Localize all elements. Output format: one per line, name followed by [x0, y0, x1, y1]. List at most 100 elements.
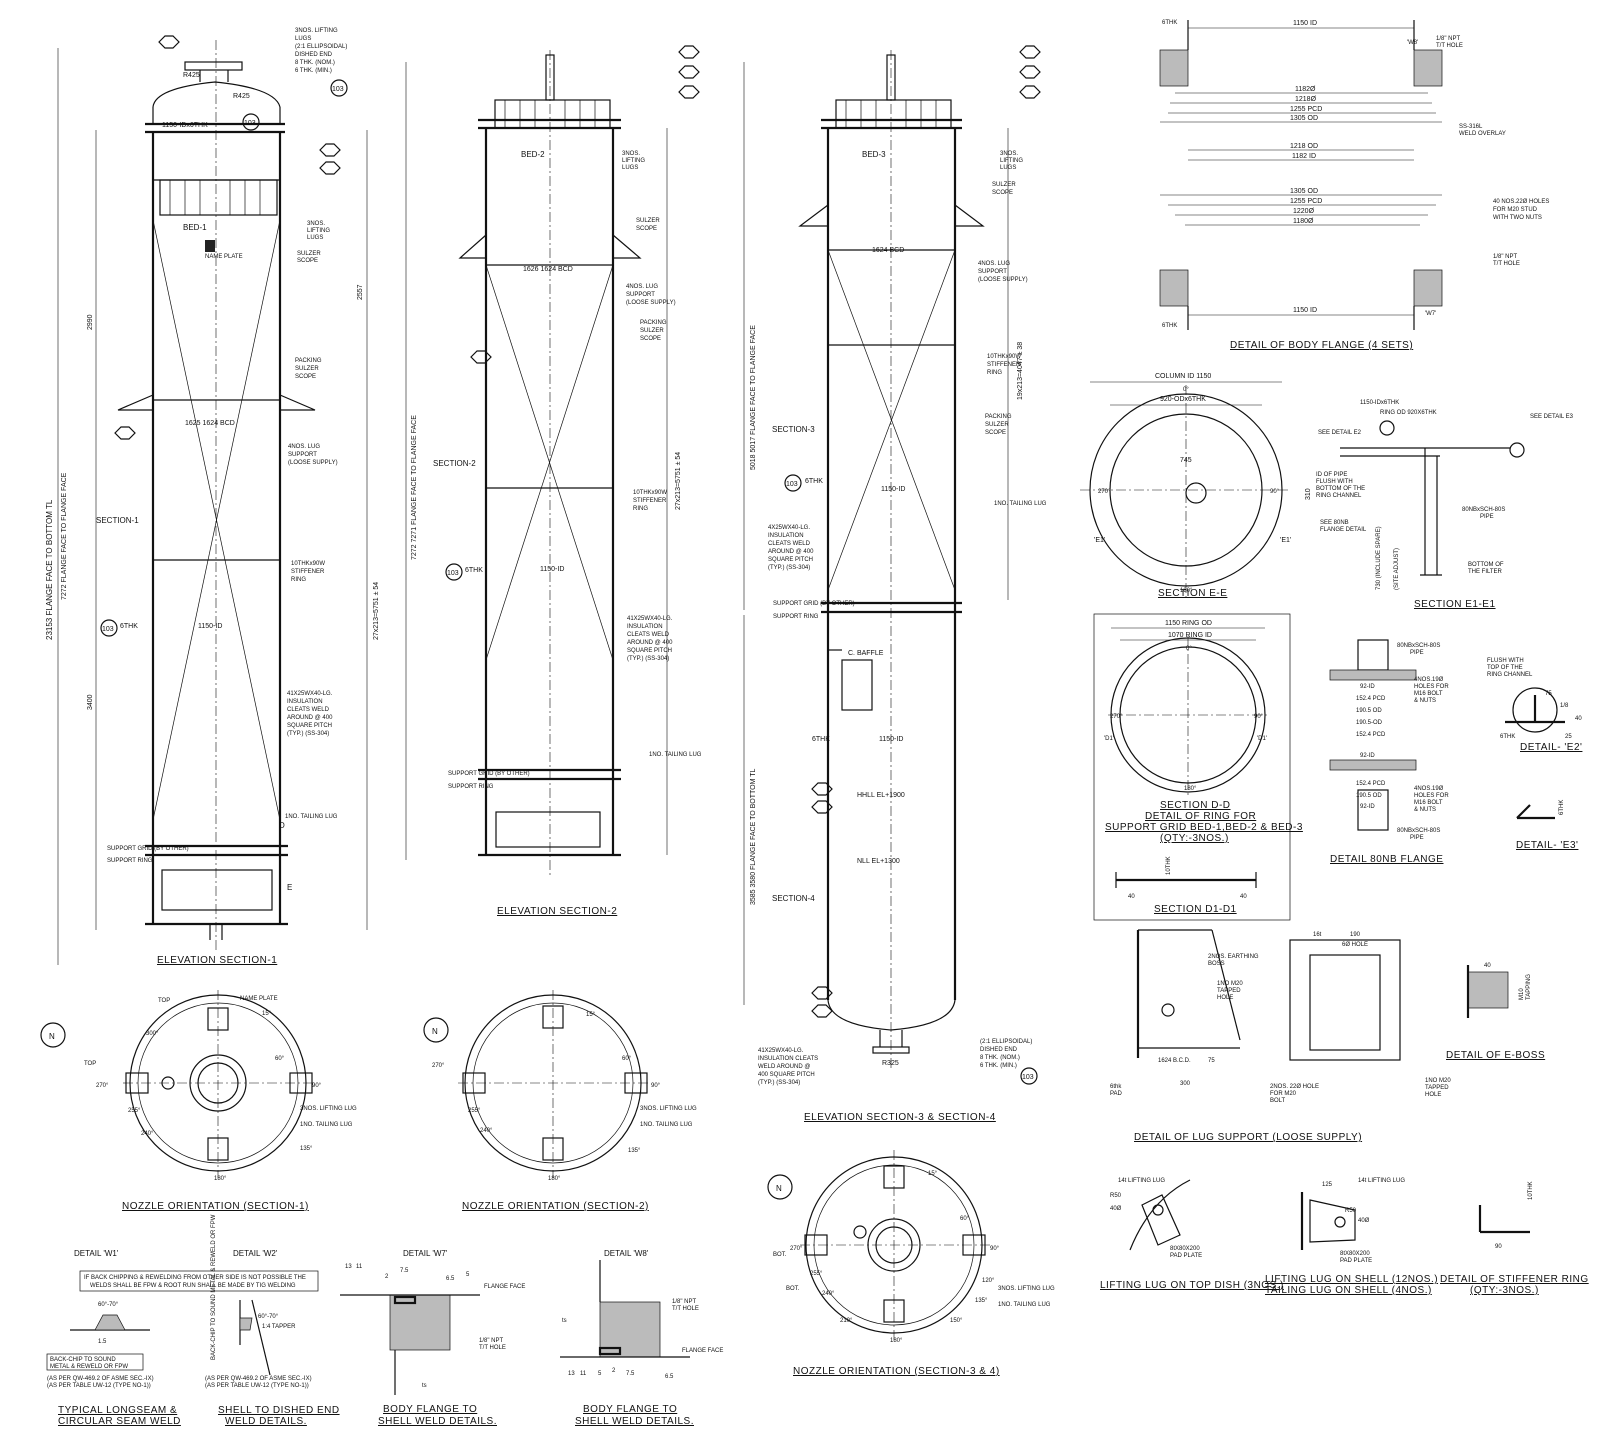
- svg-text:TOP OF THE: TOP OF THE: [1487, 665, 1523, 671]
- svg-text:80NBxSCH-80S: 80NBxSCH-80S: [1462, 507, 1505, 513]
- svg-text:AROUND @ 400: AROUND @ 400: [627, 640, 673, 646]
- svg-text:'D1': 'D1': [1104, 736, 1114, 742]
- svg-text:M16 BOLT: M16 BOLT: [1414, 691, 1443, 697]
- svg-text:HOLE: HOLE: [1217, 995, 1233, 1001]
- svg-text:1:4 TAPPER: 1:4 TAPPER: [262, 1324, 296, 1330]
- lifting-lug-top-title: LIFTING LUG ON TOP DISH (3NOS.): [1100, 1280, 1284, 1291]
- svg-text:92-ID: 92-ID: [1360, 684, 1375, 690]
- svg-text:DISHED END: DISHED END: [295, 52, 333, 58]
- svg-text:10THKx90W: 10THKx90W: [987, 354, 1021, 360]
- svg-text:CIRCULAR SEAM WELD: CIRCULAR SEAM WELD: [58, 1416, 181, 1427]
- svg-text:SEE DETAIL E2: SEE DETAIL E2: [1318, 430, 1362, 436]
- svg-text:103: 103: [447, 570, 459, 577]
- section-e-e: COLUMN ID 1150 920-ODx6THK 745 310 'E1' …: [1080, 373, 1312, 600]
- svg-text:3NOS. LIFTING LUG: 3NOS. LIFTING LUG: [640, 1106, 697, 1112]
- svg-text:INSULATION: INSULATION: [768, 533, 804, 539]
- svg-text:TAPPED: TAPPED: [1217, 988, 1241, 994]
- body-flange-notes: 1/8" NPT T/T HOLE SS-316L WELD OVERLAY 4…: [1436, 36, 1549, 267]
- svg-text:RING: RING: [987, 370, 1002, 376]
- svg-text:1218Ø: 1218Ø: [1295, 96, 1317, 103]
- flange-80nb-title: DETAIL 80NB FLANGE: [1330, 854, 1443, 865]
- svg-text:SCOPE: SCOPE: [297, 258, 318, 264]
- packing-note-3: PACKING SULZER SCOPE: [985, 414, 1012, 436]
- pitch-dim-3: 19x213=4047 ± 38: [1017, 342, 1024, 400]
- svg-text:6THK: 6THK: [1559, 800, 1565, 815]
- svg-text:75: 75: [1208, 1058, 1215, 1064]
- elevation-3-title: ELEVATION SECTION-3 & SECTION-4: [804, 1112, 996, 1123]
- cleats-note-2: 41X25WX40-LG. INSULATION CLEATS WELD ARO…: [627, 616, 673, 662]
- svg-text:4NOS.19Ø: 4NOS.19Ø: [1414, 677, 1444, 683]
- svg-text:AROUND @ 400: AROUND @ 400: [768, 549, 814, 555]
- north-arrow-3: N: [776, 1184, 782, 1193]
- tailing-lug-note-2: 1NO. TAILING LUG: [649, 752, 702, 758]
- svg-text:TAPPED: TAPPED: [1425, 1085, 1449, 1091]
- svg-text:LUGS: LUGS: [622, 165, 638, 171]
- svg-text:FLUSH WITH: FLUSH WITH: [1487, 658, 1524, 664]
- section-3-label: SECTION-3: [772, 425, 815, 434]
- svg-text:6thk: 6thk: [1110, 1084, 1122, 1090]
- svg-text:2NOS. 22Ø HOLE: 2NOS. 22Ø HOLE: [1270, 1084, 1319, 1090]
- north-arrow-1: N: [49, 1032, 55, 1041]
- lug-support-note-3: 4NOS. LUG SUPPORT (LOOSE SUPPLY): [978, 261, 1028, 283]
- svg-text:1.5: 1.5: [98, 1339, 107, 1345]
- svg-text:T/T HOLE: T/T HOLE: [479, 1345, 506, 1351]
- svg-text:6.5: 6.5: [665, 1374, 674, 1380]
- svg-text:METAL & REWELD OR FPW: METAL & REWELD OR FPW: [50, 1364, 128, 1370]
- svg-text:TAPPING: TAPPING: [1526, 974, 1532, 1000]
- svg-text:SQUARE PITCH: SQUARE PITCH: [287, 723, 332, 729]
- svg-text:1305 OD: 1305 OD: [1290, 188, 1318, 195]
- detail-e2-e3: FLUSH WITH TOP OF THE RING CHANNEL 75 1/…: [1487, 658, 1582, 851]
- svg-text:6THK: 6THK: [1162, 323, 1177, 329]
- svg-text:14t LIFTING LUG: 14t LIFTING LUG: [1358, 1178, 1405, 1184]
- svg-text:8tX80X200: 8tX80X200: [1340, 1251, 1370, 1257]
- svg-text:75: 75: [1545, 691, 1552, 697]
- svg-text:RING CHANNEL: RING CHANNEL: [1316, 493, 1362, 499]
- svg-text:1180Ø: 1180Ø: [1293, 218, 1314, 225]
- svg-text:SULZER: SULZER: [636, 218, 660, 224]
- svg-text:152.4 PCD: 152.4 PCD: [1356, 781, 1386, 787]
- section-1-label: SECTION-1: [96, 516, 139, 525]
- svg-text:190.5 OD: 190.5 OD: [1356, 793, 1382, 799]
- support-ring-note-2: SUPPORT RING: [448, 784, 494, 790]
- svg-text:INSULATION: INSULATION: [287, 699, 323, 705]
- svg-text:FOR M20 STUD: FOR M20 STUD: [1493, 207, 1538, 213]
- svg-text:8tX80X200: 8tX80X200: [1170, 1246, 1200, 1252]
- w1-title: DETAIL 'W1': [74, 1249, 119, 1258]
- svg-text:SCOPE: SCOPE: [636, 226, 657, 232]
- svg-text:SEE 80NB: SEE 80NB: [1320, 520, 1349, 526]
- svg-text:WELDS SHALL BE FPW & ROOT RUN: WELDS SHALL BE FPW & ROOT RUN SHALL BE M…: [90, 1283, 296, 1289]
- radius-bottom: R325: [882, 1060, 899, 1067]
- svg-text:NAME PLATE: NAME PLATE: [240, 996, 278, 1002]
- svg-text:BOTTOM OF THE: BOTTOM OF THE: [1316, 486, 1365, 492]
- svg-text:BOT.: BOT.: [773, 1252, 787, 1258]
- elevation-2-title: ELEVATION SECTION-2: [497, 906, 617, 917]
- svg-text:PIPE: PIPE: [1410, 835, 1424, 841]
- svg-text:16t: 16t: [1313, 932, 1322, 938]
- section-2-label: SECTION-2: [433, 459, 476, 468]
- tag-103: 103: [244, 120, 256, 127]
- tailing-lug-shell-title: TAILING LUG ON SHELL (4NOS.): [1265, 1285, 1432, 1296]
- section-mark-e: E: [287, 883, 292, 892]
- svg-text:BOSS: BOSS: [1208, 961, 1225, 967]
- svg-text:103: 103: [102, 626, 114, 633]
- svg-text:1NO. TAILING LUG: 1NO. TAILING LUG: [640, 1122, 693, 1128]
- tailing-lug-note: 1NO. TAILING LUG: [285, 814, 338, 820]
- svg-text:1220Ø: 1220Ø: [1293, 208, 1315, 215]
- svg-text:3NOS.: 3NOS.: [622, 151, 640, 157]
- nozzle-orientation-3: BOT. BOT. 3NOS. LIFTING LUG 1NO. TAILING…: [767, 1150, 1055, 1377]
- svg-text:1NO. TAILING LUG: 1NO. TAILING LUG: [998, 1302, 1051, 1308]
- svg-text:SCOPE: SCOPE: [640, 336, 661, 342]
- svg-text:152.4 PCD: 152.4 PCD: [1356, 696, 1386, 702]
- section-d1-title: SECTION D1-D1: [1154, 904, 1237, 915]
- lifting-lugs-note-3: 3NOS. LIFTING LUGS: [1000, 151, 1023, 171]
- svg-text:'E1': 'E1': [1280, 537, 1291, 544]
- svg-text:LIFTING: LIFTING: [307, 228, 330, 234]
- svg-text:10THK: 10THK: [1528, 1181, 1534, 1200]
- svg-text:1/8" NPT: 1/8" NPT: [672, 1299, 696, 1305]
- svg-text:SCOPE: SCOPE: [295, 374, 316, 380]
- svg-text:(AS PER QW-469.2 OF ASME SEC.-: (AS PER QW-469.2 OF ASME SEC.-IX): [47, 1376, 154, 1382]
- nozzle-orientation-2: 3NOS. LIFTING LUG 1NO. TAILING LUG 15° 6…: [423, 990, 697, 1212]
- svg-text:120°: 120°: [982, 1278, 995, 1284]
- svg-text:10THKx90W: 10THKx90W: [633, 490, 667, 496]
- svg-text:TOP: TOP: [84, 1061, 96, 1067]
